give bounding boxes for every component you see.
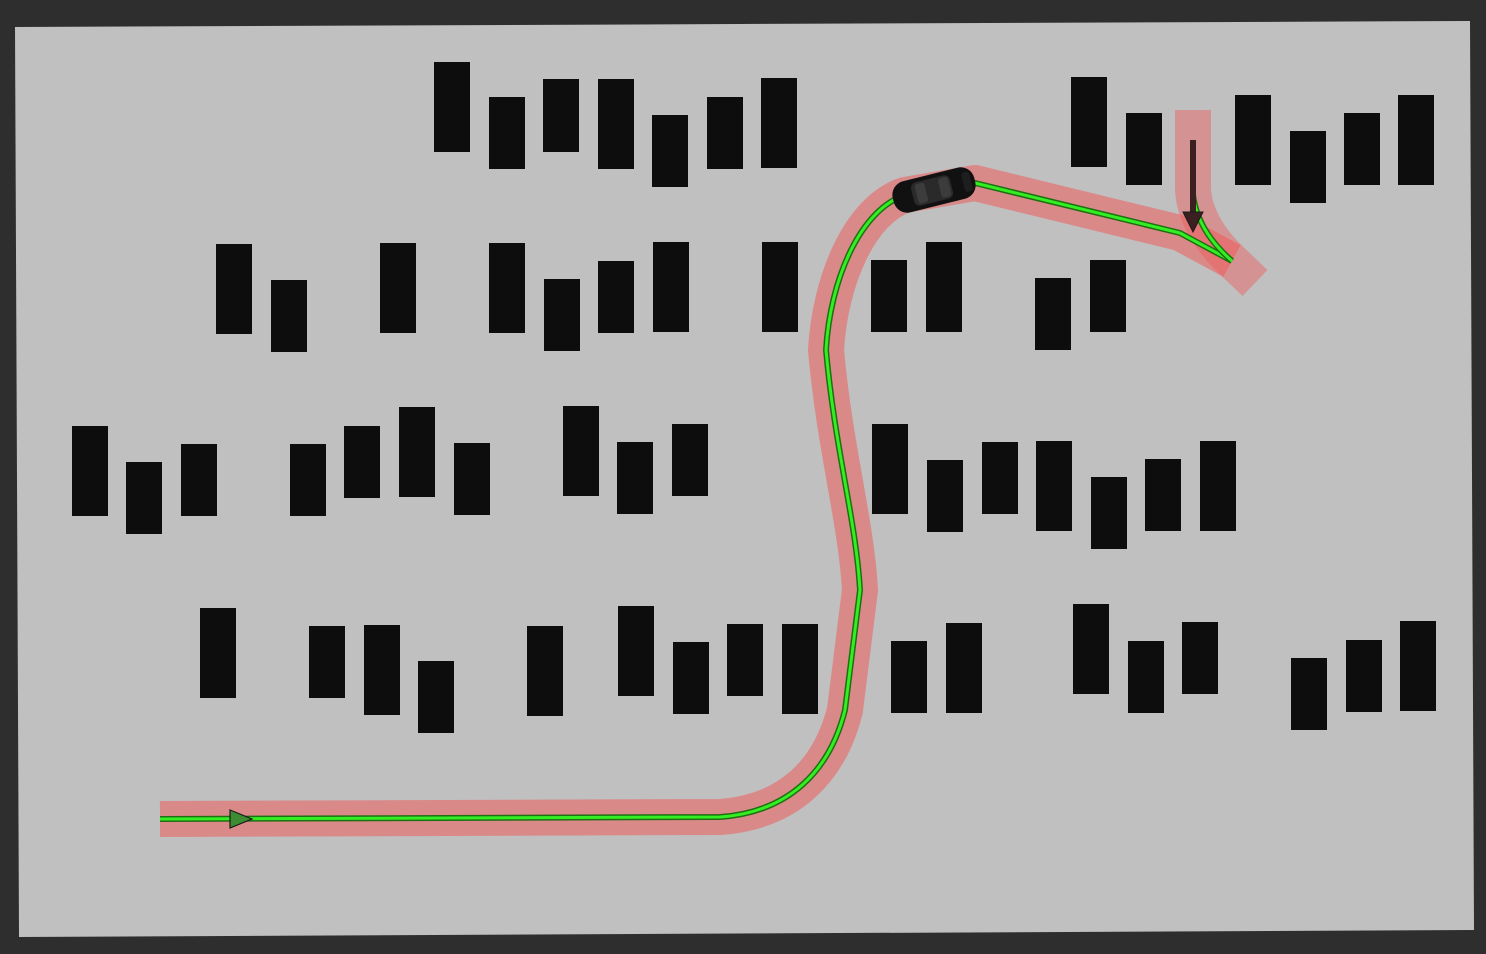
- obstacle-block: [543, 79, 579, 152]
- obstacle-block: [1400, 621, 1436, 711]
- obstacle-block: [672, 424, 708, 496]
- obstacle-block: [380, 243, 416, 333]
- obstacle-block: [1126, 113, 1162, 185]
- obstacle-block: [1291, 658, 1327, 730]
- obstacle-block: [434, 62, 470, 152]
- obstacle-block: [1200, 441, 1236, 531]
- obstacle-block: [1090, 260, 1126, 332]
- obstacle-block: [761, 78, 797, 168]
- obstacle-block: [673, 642, 709, 714]
- obstacle-block: [982, 442, 1018, 514]
- obstacle-block: [1035, 278, 1071, 350]
- obstacle-block: [1398, 95, 1434, 185]
- obstacle-block: [1128, 641, 1164, 713]
- obstacle-block: [563, 406, 599, 496]
- obstacle-block: [544, 279, 580, 351]
- obstacle-block: [290, 444, 326, 516]
- obstacle-block: [1235, 95, 1271, 185]
- obstacle-block: [617, 442, 653, 514]
- obstacle-block: [1145, 459, 1181, 531]
- obstacle-block: [454, 443, 490, 515]
- obstacle-block: [489, 97, 525, 169]
- obstacle-block: [927, 460, 963, 532]
- obstacle-block: [216, 244, 252, 334]
- arrow-down-icon: [1182, 140, 1204, 234]
- obstacle-block: [527, 626, 563, 716]
- arrow-right-icon: [229, 809, 254, 829]
- path-layer: [159, 140, 1234, 822]
- obstacle-block: [489, 243, 525, 333]
- obstacle-block: [1071, 77, 1107, 167]
- obstacle-block: [72, 426, 108, 516]
- obstacle-block: [1344, 113, 1380, 185]
- obstacle-block: [872, 424, 908, 514]
- obstacle-block: [344, 426, 380, 498]
- obstacle-block: [762, 242, 798, 332]
- obstacle-block: [598, 261, 634, 333]
- obstacle-block: [727, 624, 763, 696]
- obstacle-block: [126, 462, 162, 534]
- obstacle-block: [618, 606, 654, 696]
- obstacle-block: [1091, 477, 1127, 549]
- obstacle-block: [653, 242, 689, 332]
- obstacle-block: [707, 97, 743, 169]
- obstacle-block: [1346, 640, 1382, 712]
- obstacle-block: [309, 626, 345, 698]
- obstacle-block: [598, 79, 634, 169]
- obstacle-block: [200, 608, 236, 698]
- obstacle-block: [926, 242, 962, 332]
- obstacle-block: [1290, 131, 1326, 203]
- obstacle-layer: [72, 62, 1436, 733]
- obstacle-block: [891, 641, 927, 713]
- obstacle-block: [1182, 622, 1218, 694]
- obstacle-block: [1073, 604, 1109, 694]
- obstacle-block: [782, 624, 818, 714]
- planned-path-highlight: [159, 181, 1233, 821]
- obstacle-block: [364, 625, 400, 715]
- obstacle-block: [418, 661, 454, 733]
- obstacle-block: [871, 260, 907, 332]
- obstacle-block: [652, 115, 688, 187]
- obstacle-block: [1036, 441, 1072, 531]
- obstacle-block: [399, 407, 435, 497]
- obstacle-block: [946, 623, 982, 713]
- obstacle-block: [271, 280, 307, 352]
- obstacle-block: [181, 444, 217, 516]
- car-icon: [892, 167, 976, 213]
